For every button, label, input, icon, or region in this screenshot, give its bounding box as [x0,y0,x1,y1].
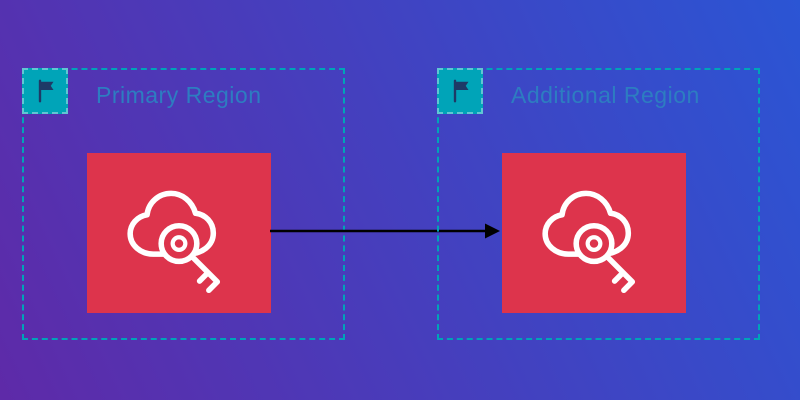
primary-kms-service-box [87,153,271,313]
additional-region-label: Additional Region [511,82,700,108]
kms-key-cloud-icon [127,190,221,294]
primary-region-container: Primary Region [22,68,345,340]
region-flag-icon [38,79,54,103]
region-flag-badge [437,68,483,114]
replication-arrow [270,223,500,239]
additional-region-container: Additional Region [437,68,760,340]
region-flag-badge [22,68,68,114]
primary-region-label: Primary Region [96,82,262,108]
kms-key-cloud-icon [542,190,636,294]
region-flag-icon [453,79,469,103]
additional-kms-service-box [502,153,686,313]
